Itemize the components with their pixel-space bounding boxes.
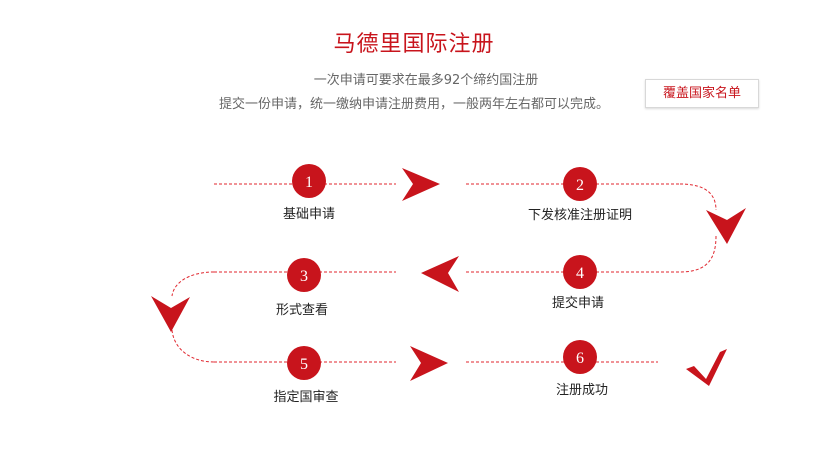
step-number-4: 4 (576, 265, 584, 282)
step-circle-6: 6 (563, 340, 597, 374)
step-label-4: 提交申请 (551, 296, 605, 311)
arrow-down-icon (706, 208, 746, 244)
curve-right-top (679, 183, 717, 211)
step-circle-3: 3 (287, 258, 321, 292)
arrow-right-icon (402, 168, 440, 201)
checkmark-icon (686, 349, 727, 386)
step-number-6: 6 (576, 350, 584, 367)
step-circle-1: 1 (292, 164, 326, 198)
subtitle-line-2: 提交一份申请，统一缴纳申请注册费用，一般两年左右都可以完成。 (218, 97, 609, 112)
subtitle-line-1: 一次申请可要求在最多92个缔约国注册 (313, 73, 539, 88)
step-circle-4: 4 (563, 255, 597, 289)
arrow-right-icon (410, 346, 448, 381)
curve-left-top (171, 271, 215, 297)
step-number-2: 2 (576, 177, 584, 194)
step-label-1: 基础申请 (282, 207, 336, 222)
page-title: 马德里国际注册 (333, 32, 495, 57)
step-label-3: 形式查看 (275, 303, 329, 318)
step-label-5: 指定国审查 (273, 390, 339, 405)
step-number-3: 3 (300, 268, 308, 285)
step-number-1: 1 (305, 174, 313, 191)
curve-left-bottom (171, 329, 215, 363)
step-circle-2: 2 (563, 167, 597, 201)
step-number-5: 5 (300, 356, 308, 373)
arrow-down-icon (151, 296, 190, 332)
country-list-button[interactable]: 覆盖国家名单 (645, 79, 759, 108)
curve-right-bottom (679, 235, 717, 273)
arrow-left-icon (421, 256, 459, 292)
step-label-6: 注册成功 (555, 383, 609, 398)
step-circle-5: 5 (287, 346, 321, 380)
step-label-2: 下发核准注册证明 (527, 208, 633, 223)
